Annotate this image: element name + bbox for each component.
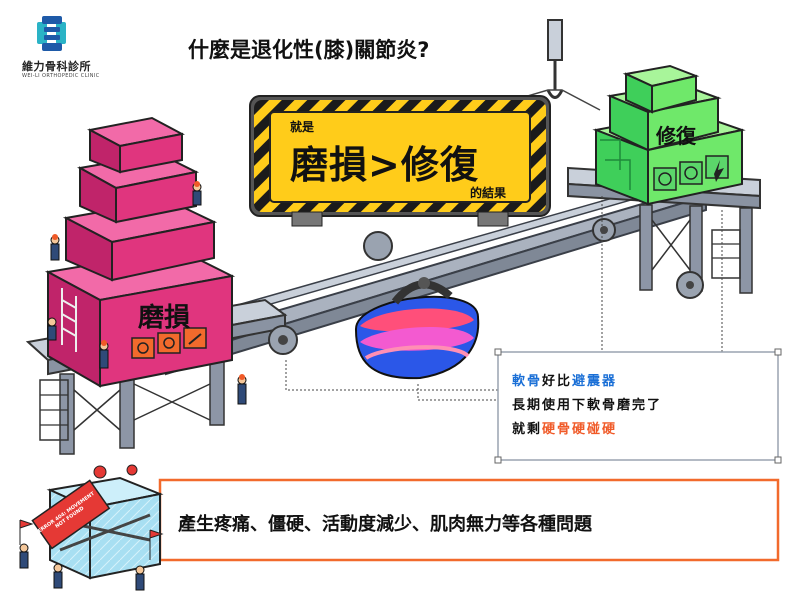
repair-label: 修復 xyxy=(656,124,696,148)
clinic-logo-icon xyxy=(37,16,66,51)
info-shock-absorber: 避震器 xyxy=(572,374,618,389)
worker-figures xyxy=(47,181,247,405)
wear-label: 磨損 xyxy=(138,303,191,333)
sign-equation: 磨損>修復 xyxy=(290,143,479,187)
info-line-2: 長期使用下軟骨磨完了 xyxy=(512,398,663,413)
info-bone-on-bone: 硬骨硬碰硬 xyxy=(542,422,618,437)
gear-icon xyxy=(268,218,704,355)
bottom-banner-frame xyxy=(158,478,780,562)
clinic-logo-subtitle: WEI-LI ORTHOPEDIC CLINIC xyxy=(22,73,100,79)
clinic-logo-name: 維力骨科診所 xyxy=(22,60,91,73)
info-cartilage: 軟骨 xyxy=(512,374,543,389)
wear-tower xyxy=(44,116,236,388)
info-box-frame xyxy=(494,348,782,464)
sign-suffix: 的結果 xyxy=(470,186,507,200)
info-only-left: 就剩 xyxy=(512,422,543,437)
cartilage-pad xyxy=(354,277,480,380)
info-line-1: 軟骨好比避震器 xyxy=(512,370,617,389)
info-like: 好比 xyxy=(542,374,573,389)
info-line-3: 就剩硬骨硬碰硬 xyxy=(512,418,617,437)
broken-machine-illustration xyxy=(19,464,164,591)
hazard-sign-frame xyxy=(249,95,551,227)
sign-prefix: 就是 xyxy=(290,120,315,134)
repair-tower xyxy=(592,64,746,206)
page-title: 什麼是退化性(膝)關節炎? xyxy=(188,38,430,62)
bottom-message: 產生疼痛、僵硬、活動度減少、肌肉無力等各種問題 xyxy=(178,514,592,535)
